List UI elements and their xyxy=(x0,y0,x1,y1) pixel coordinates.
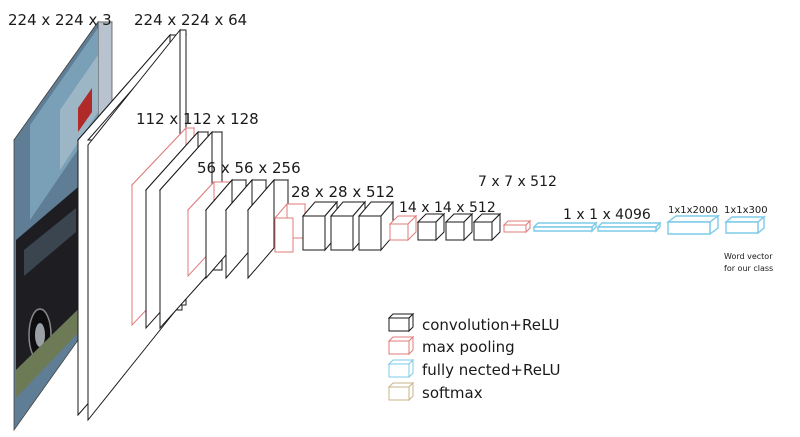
label-conv5: 14 x 14 x 512 xyxy=(399,200,496,216)
conv3-block xyxy=(186,178,290,280)
pool5 xyxy=(502,219,532,234)
label-input: 224 x 224 x 3 xyxy=(8,11,112,29)
conv4-block xyxy=(273,200,395,253)
fc3 xyxy=(665,214,721,236)
output-caption-line1: Word vector xyxy=(724,252,773,261)
legend-item-conv: convolution+ReLU xyxy=(387,312,560,334)
label-fc2: 1x1x2000 xyxy=(668,205,718,216)
label-conv2: 112 x 112 x 128 xyxy=(136,110,259,128)
legend-item-fc: fully nected+ReLU xyxy=(387,358,561,379)
label-conv1: 224 x 224 x 64 xyxy=(134,11,247,29)
legend-label-pool: max pooling xyxy=(422,338,515,356)
label-fc3: 1x1x300 xyxy=(724,205,768,216)
pool3 xyxy=(273,203,307,253)
label-fc1: 1 x 1 x 4096 xyxy=(563,207,651,223)
legend-label-fc: fully nected+ReLU xyxy=(422,361,561,379)
label-pool5: 7 x 7 x 512 xyxy=(478,174,557,190)
legend-label-conv: convolution+ReLU xyxy=(422,316,560,334)
legend-item-pool: max pooling xyxy=(387,335,515,356)
output-caption-line2: for our class xyxy=(724,264,773,273)
fc1 xyxy=(532,221,598,233)
legend: convolution+ReLU max pooling fully necte… xyxy=(387,312,561,402)
legend-label-softmax: softmax xyxy=(422,384,483,402)
fc2 xyxy=(596,221,662,233)
label-conv4: 28 x 28 x 512 xyxy=(291,183,395,201)
fc-output xyxy=(724,215,766,235)
pool4 xyxy=(388,214,418,242)
legend-item-softmax: softmax xyxy=(387,381,483,402)
label-conv3: 56 x 56 x 256 xyxy=(197,159,301,177)
conv5-block xyxy=(388,212,502,242)
fc-layers xyxy=(532,214,766,236)
